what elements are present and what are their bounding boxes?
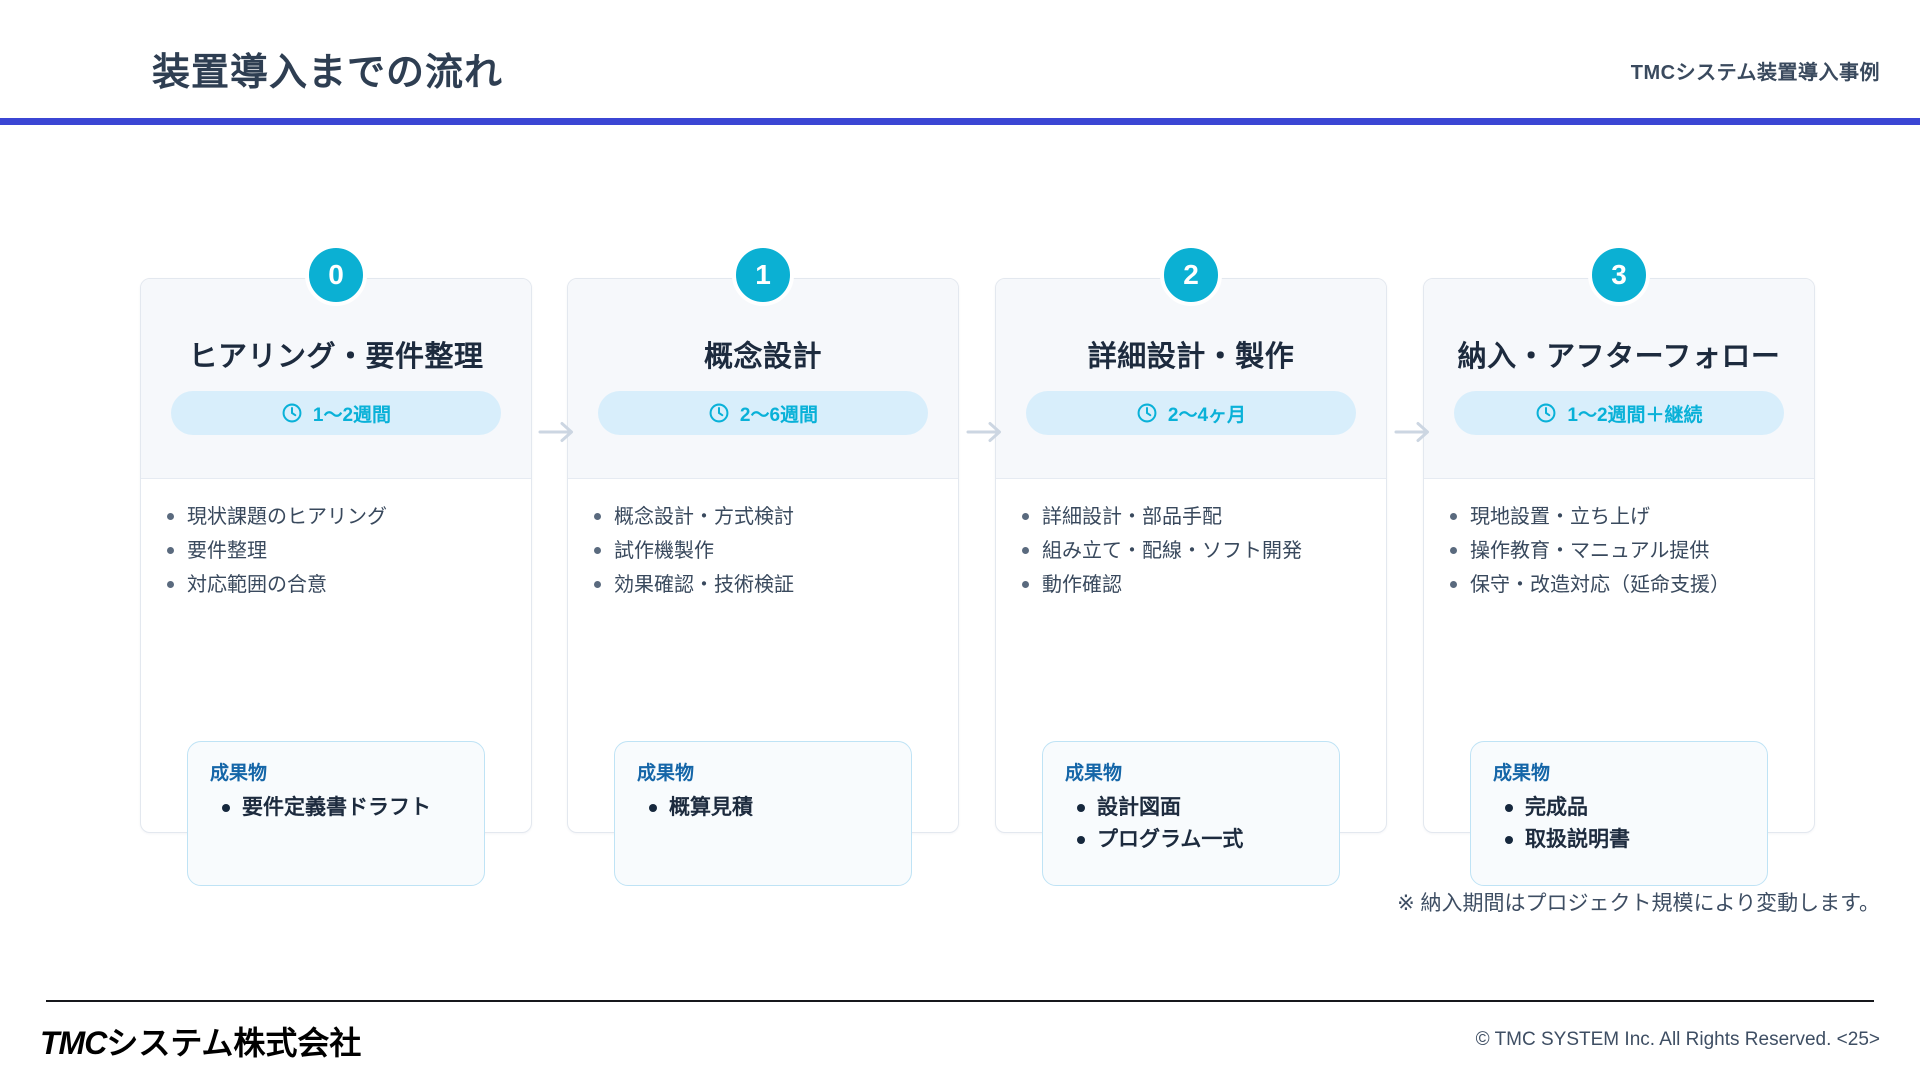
arrow-right-icon — [1394, 418, 1432, 446]
deliverable-list: 完成品取扱説明書 — [1493, 795, 1767, 854]
task-list: 現地設置・立ち上げ操作教育・マニュアル提供保守・改造対応（延命支援） — [1424, 505, 1814, 597]
deliverable-list: 設計図面プログラム一式 — [1065, 795, 1339, 854]
step-title: ヒアリング・要件整理 — [188, 341, 484, 373]
task-item: 操作教育・マニュアル提供 — [1450, 539, 1804, 563]
deliverable-box: 成果物要件定義書ドラフト — [187, 741, 485, 886]
duration-text: 2〜4ヶ月 — [1167, 404, 1247, 426]
step-card-body: 現地設置・立ち上げ操作教育・マニュアル提供保守・改造対応（延命支援） 成果物完成品… — [1424, 479, 1814, 886]
deliverable-box: 成果物概算見積 — [614, 741, 912, 886]
task-list: 概念設計・方式検討試作機製作効果確認・技術検証 — [568, 505, 958, 597]
step-card-header: 1 概念設計 2〜6週間 — [568, 244, 958, 479]
task-item: 保守・改造対応（延命支援） — [1450, 573, 1804, 597]
task-item: 試作機製作 — [594, 539, 948, 563]
step-card-0[interactable]: 0 ヒアリング・要件整理 1〜2週間現状課題のヒアリング要件整理対応範囲の合意成果物… — [140, 244, 532, 886]
task-item: 要件整理 — [167, 539, 521, 563]
step-card-body: 概念設計・方式検討試作機製作効果確認・技術検証成果物概算見積 — [568, 479, 958, 886]
duration-text: 1〜2週間 — [312, 404, 392, 426]
task-item: 組み立て・配線・ソフト開発 — [1022, 539, 1376, 563]
header-subtitle: TMCシステム装置導入事例 — [1630, 62, 1880, 84]
clock-icon — [1136, 402, 1158, 424]
deliverable-label: 成果物 — [1065, 763, 1123, 784]
step-title: 概念設計 — [703, 341, 822, 373]
deliverable-label: 成果物 — [1493, 763, 1551, 784]
deliverable-item: 取扱説明書 — [1505, 827, 1767, 853]
deliverable-item: 設計図面 — [1077, 795, 1339, 821]
step-number-badge: 1 — [732, 244, 794, 306]
deliverable-label: 成果物 — [210, 763, 268, 784]
step-title: 納入・アフターフォロー — [1457, 341, 1781, 373]
deliverable-box: 成果物完成品取扱説明書 — [1470, 741, 1768, 886]
task-item: 動作確認 — [1022, 573, 1376, 597]
task-item: 現地設置・立ち上げ — [1450, 505, 1804, 529]
step-card-header: 2 詳細設計・製作 2〜4ヶ月 — [996, 244, 1386, 479]
deliverable-item: 概算見積 — [649, 795, 911, 821]
deliverable-item: 要件定義書ドラフト — [222, 795, 484, 821]
clock-icon — [1535, 402, 1557, 424]
task-list: 現状課題のヒアリング要件整理対応範囲の合意 — [141, 505, 531, 597]
deliverable-item: プログラム一式 — [1077, 827, 1339, 853]
step-card-body: 現状課題のヒアリング要件整理対応範囲の合意成果物要件定義書ドラフト — [141, 479, 531, 886]
step-card-2[interactable]: 2 詳細設計・製作 2〜4ヶ月詳細設計・部品手配組み立て・配線・ソフト開発動作確認成… — [995, 244, 1387, 886]
deliverable-box: 成果物設計図面プログラム一式 — [1042, 741, 1340, 886]
deliverable-list: 概算見積 — [637, 795, 911, 821]
logo-rest: システム株式会社 — [106, 1025, 362, 1061]
duration-pill: 1〜2週間＋継続 — [1454, 391, 1784, 435]
deliverable-item: 完成品 — [1505, 795, 1767, 821]
footnote: ※ 納入期間はプロジェクト規模により変動します。 — [1397, 892, 1880, 915]
step-card-body: 詳細設計・部品手配組み立て・配線・ソフト開発動作確認成果物設計図面プログラム一式 — [996, 479, 1386, 886]
task-item: 詳細設計・部品手配 — [1022, 505, 1376, 529]
company-logo: TMCシステム株式会社 — [40, 1018, 361, 1064]
step-card-header: 3 納入・アフターフォロー 1〜2週間＋継続 — [1424, 244, 1814, 479]
duration-pill: 2〜6週間 — [598, 391, 928, 435]
duration-text: 2〜6週間 — [739, 404, 819, 426]
step-number-badge: 3 — [1588, 244, 1650, 306]
duration-text: 1〜2週間＋継続 — [1567, 404, 1703, 426]
slide-header: 装置導入までの流れ TMCシステム装置導入事例 — [0, 0, 1920, 125]
task-item: 現状課題のヒアリング — [167, 505, 521, 529]
step-title: 詳細設計・製作 — [1087, 341, 1295, 373]
deliverable-label: 成果物 — [637, 763, 695, 784]
task-item: 効果確認・技術検証 — [594, 573, 948, 597]
logo-mark: TMC — [40, 1025, 107, 1061]
copyright-text: © TMC SYSTEM Inc. All Rights Reserved. <… — [1475, 1029, 1880, 1050]
task-item: 対応範囲の合意 — [167, 573, 521, 597]
step-card-3[interactable]: 3 納入・アフターフォロー 1〜2週間＋継続現地設置・立ち上げ操作教育・マニュアル提… — [1423, 244, 1815, 886]
step-card-1[interactable]: 1 概念設計 2〜6週間概念設計・方式検討試作機製作効果確認・技術検証成果物概算見積 — [567, 244, 959, 886]
clock-icon — [708, 402, 730, 424]
duration-pill: 1〜2週間 — [171, 391, 501, 435]
footer-divider — [46, 1000, 1874, 1002]
header-accent-rule — [0, 118, 1920, 125]
step-number-badge: 0 — [305, 244, 367, 306]
arrow-right-icon — [966, 418, 1004, 446]
deliverable-list: 要件定義書ドラフト — [210, 795, 484, 821]
task-item: 概念設計・方式検討 — [594, 505, 948, 529]
task-list: 詳細設計・部品手配組み立て・配線・ソフト開発動作確認 — [996, 505, 1386, 597]
step-card-header: 0 ヒアリング・要件整理 1〜2週間 — [141, 244, 531, 479]
page-title: 装置導入までの流れ — [152, 52, 504, 94]
process-flow: 0 ヒアリング・要件整理 1〜2週間現状課題のヒアリング要件整理対応範囲の合意成果物… — [0, 244, 1920, 886]
clock-icon — [281, 402, 303, 424]
duration-pill: 2〜4ヶ月 — [1026, 391, 1356, 435]
step-number-badge: 2 — [1160, 244, 1222, 306]
arrow-right-icon — [538, 418, 576, 446]
